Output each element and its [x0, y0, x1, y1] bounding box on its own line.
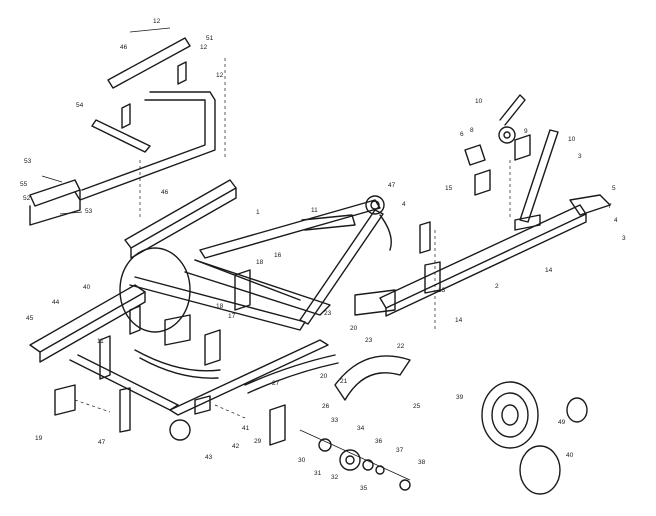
callout-51: 51: [206, 35, 214, 42]
callout-42: 42: [232, 443, 240, 450]
callout-36: 36: [375, 438, 383, 445]
callout-2: 2: [495, 283, 499, 290]
callout-40: 40: [83, 284, 91, 291]
callout-31: 31: [314, 470, 322, 477]
callout-25: 25: [413, 403, 421, 410]
callout-21: 21: [340, 378, 348, 385]
callout-23: 23: [324, 310, 332, 317]
callout-40: 40: [566, 452, 574, 459]
tongue-assembly: [354, 194, 611, 330]
callout-10: 10: [568, 136, 576, 143]
callout-4: 4: [614, 217, 618, 224]
callout-3: 3: [578, 153, 582, 160]
right-wheel: [481, 381, 588, 495]
callout-30: 30: [298, 457, 306, 464]
callout-23: 23: [365, 337, 373, 344]
callout-14: 14: [545, 267, 553, 274]
fender: [334, 355, 411, 401]
main-frame: [29, 179, 384, 416]
callout-54: 54: [76, 102, 84, 109]
callout-6: 6: [460, 131, 464, 138]
callout-14: 14: [455, 317, 463, 324]
callout-1: 1: [256, 209, 260, 216]
callout-19: 19: [35, 435, 43, 442]
callout-17: 17: [228, 313, 236, 320]
callout-5: 5: [612, 185, 616, 192]
callout-43: 43: [205, 454, 213, 461]
callout-47: 47: [388, 182, 396, 189]
callout-39: 39: [456, 394, 464, 401]
callout-55: 55: [20, 181, 28, 188]
callout-46: 46: [161, 189, 169, 196]
callout-35: 35: [360, 485, 368, 492]
callout-16: 16: [274, 252, 282, 259]
callout-18: 18: [216, 303, 224, 310]
callout-45: 45: [26, 315, 34, 322]
callout-27: 27: [272, 380, 280, 387]
callout-8: 8: [470, 127, 474, 134]
callout-29: 29: [254, 438, 262, 445]
callout-41: 41: [242, 425, 250, 432]
callout-12: 12: [216, 72, 224, 79]
callout-11: 11: [97, 338, 104, 345]
left-wheel: [119, 247, 191, 333]
callout-labels: 12 46 51 12 12 54 53 55 52 53 46 1 11 47…: [20, 18, 626, 492]
callout-44: 44: [52, 299, 60, 306]
callout-20: 20: [350, 325, 358, 332]
callout-53: 53: [85, 208, 93, 215]
callout-33: 33: [331, 417, 339, 424]
callout-13: 13: [438, 287, 446, 294]
hub-and-bearings: [299, 429, 411, 491]
callout-11: 11: [311, 207, 318, 214]
callout-46: 46: [120, 44, 128, 51]
callout-4: 4: [402, 201, 406, 208]
callout-26: 26: [322, 403, 330, 410]
callout-32: 32: [331, 474, 339, 481]
winch-stand: [464, 94, 559, 231]
callout-12: 12: [153, 18, 161, 25]
callout-9: 9: [524, 128, 528, 135]
callout-47: 47: [98, 439, 106, 446]
callout-38: 38: [418, 459, 426, 466]
callout-10: 10: [475, 98, 483, 105]
callout-18: 18: [256, 259, 264, 266]
callout-34: 34: [357, 425, 365, 432]
bunk-subframe-inset: [29, 27, 226, 226]
bow-winch-post: [365, 195, 392, 251]
callout-49: 49: [558, 419, 566, 426]
callout-3: 3: [622, 235, 626, 242]
callout-20: 20: [320, 373, 328, 380]
callout-52: 52: [23, 195, 31, 202]
callout-15: 15: [445, 185, 453, 192]
callout-53: 53: [24, 158, 32, 165]
callout-12: 12: [200, 44, 208, 51]
jack-and-brackets: [54, 384, 286, 446]
callout-22: 22: [397, 343, 405, 350]
callout-37: 37: [396, 447, 404, 454]
callout-7: 7: [608, 203, 612, 210]
